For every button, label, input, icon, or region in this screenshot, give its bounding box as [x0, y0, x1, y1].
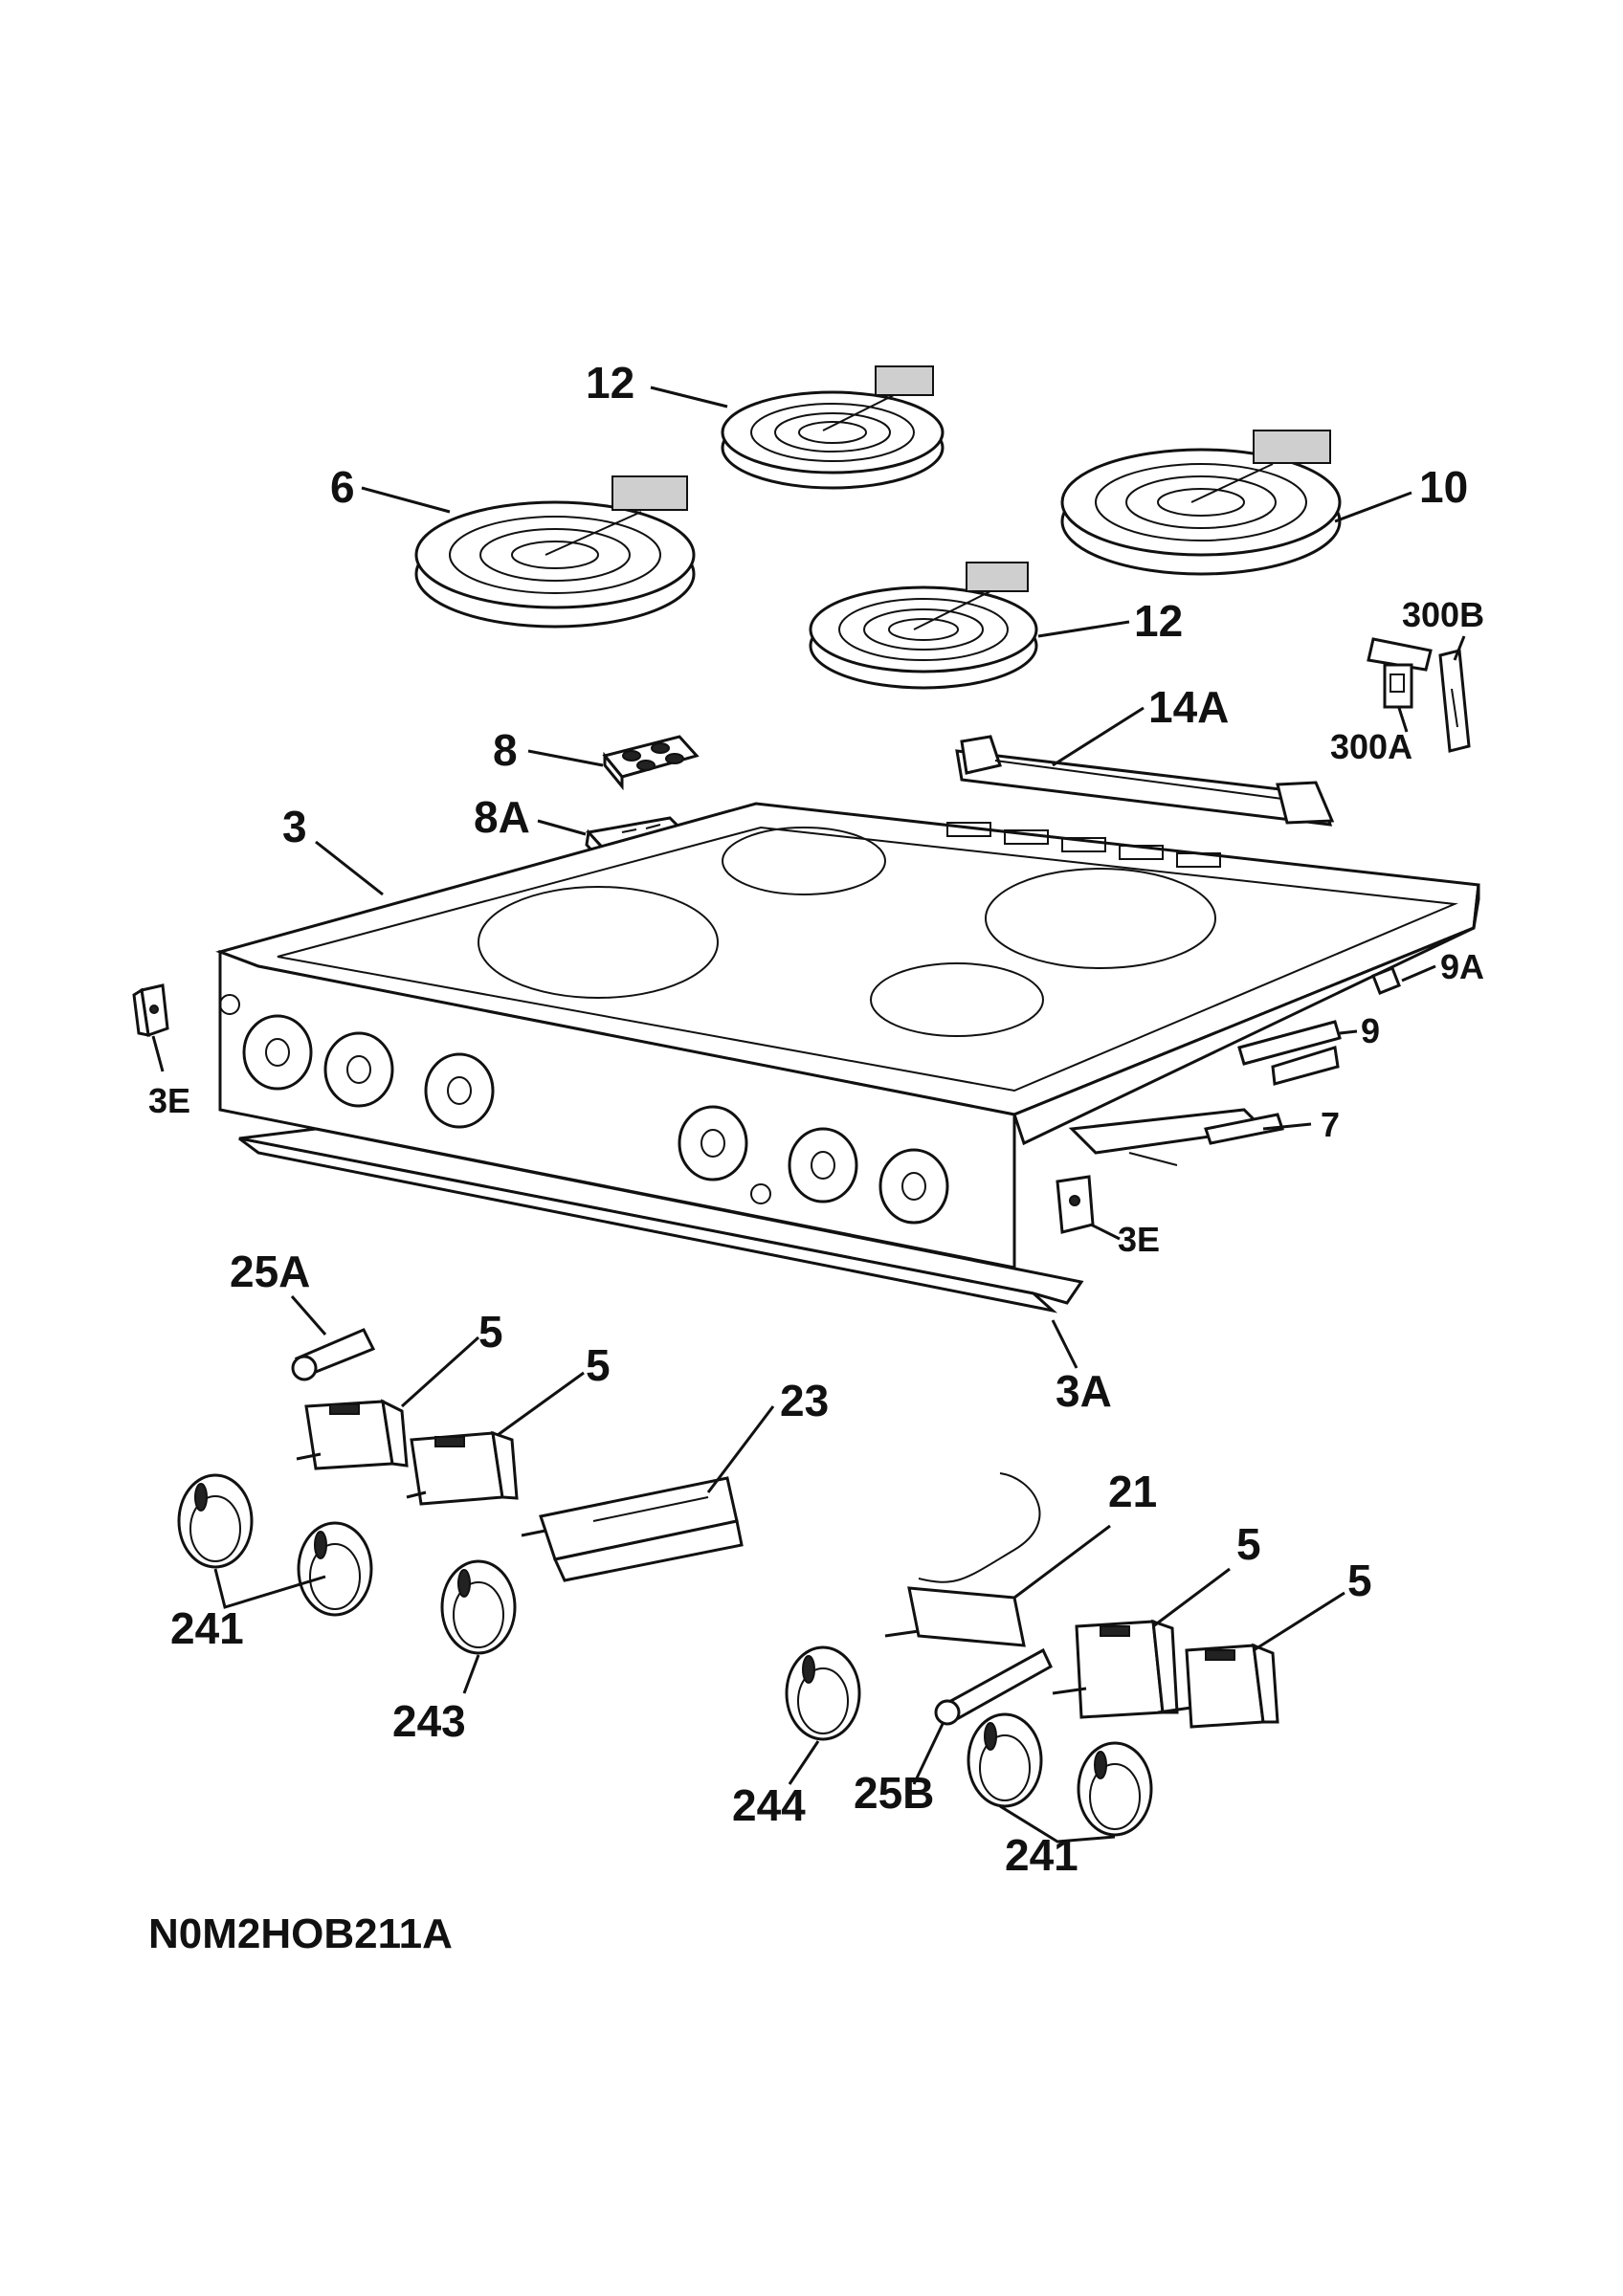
indicator-lamp-25b — [934, 1647, 1053, 1726]
callout-21: 21 — [1108, 1467, 1157, 1516]
callout-241-right: 241 — [1005, 1830, 1078, 1880]
thermostat-21 — [884, 1472, 1041, 1647]
front-strip-3a — [238, 1127, 1084, 1314]
knob-241-right-b — [1077, 1741, 1153, 1837]
callout-5-d: 5 — [1347, 1556, 1372, 1605]
callout-14a: 14A — [1148, 682, 1229, 732]
bracket-9 — [1237, 1020, 1342, 1086]
diagram-reference-code: N0M2HOB211A — [148, 1910, 453, 1957]
callout-241-left: 241 — [170, 1603, 244, 1653]
energy-regulator-5-d — [1157, 1643, 1279, 1729]
callout-25b: 25B — [854, 1768, 934, 1818]
callout-6: 6 — [330, 462, 355, 512]
callout-12-mid: 12 — [1134, 596, 1183, 646]
callout-300b: 300B — [1402, 595, 1484, 634]
callout-3e-right: 3E — [1118, 1220, 1160, 1259]
callout-3e-left: 3E — [148, 1081, 190, 1120]
callout-8: 8 — [493, 725, 518, 775]
callout-3a: 3A — [1056, 1366, 1112, 1416]
callout-25a: 25A — [230, 1247, 310, 1296]
bracket-300b — [1438, 649, 1471, 753]
callout-3: 3 — [282, 802, 307, 851]
callout-300a: 300A — [1330, 727, 1412, 766]
callout-12-top: 12 — [586, 358, 634, 408]
selector-switch-23 — [521, 1476, 744, 1582]
hotplate-10 — [1060, 430, 1342, 576]
rail-7 — [1068, 1108, 1284, 1166]
knob-243 — [440, 1559, 517, 1655]
knob-244 — [785, 1645, 861, 1741]
indicator-lamp-25a — [291, 1328, 376, 1381]
leader-lines — [151, 386, 1466, 1843]
terminal-block-8 — [602, 735, 700, 791]
callout-5-a: 5 — [478, 1307, 503, 1357]
knob-241-right-a — [967, 1712, 1043, 1808]
knob-241-left-a — [177, 1473, 254, 1569]
hob-top-3 — [215, 802, 1480, 1269]
knob-241-left-b — [297, 1521, 373, 1617]
energy-regulator-5-a — [296, 1399, 409, 1470]
control-strip-14a — [955, 735, 1335, 827]
side-bracket-3e-right — [1056, 1175, 1095, 1234]
hotplate-6 — [414, 475, 696, 629]
callout-9a: 9A — [1440, 947, 1484, 986]
callout-5-b: 5 — [586, 1340, 611, 1390]
callout-10: 10 — [1419, 462, 1468, 512]
hotplate-12-mid — [809, 562, 1038, 690]
callout-243: 243 — [392, 1696, 466, 1746]
callout-244: 244 — [732, 1780, 806, 1830]
callout-8a: 8A — [474, 792, 530, 842]
side-bracket-3e-left — [132, 983, 169, 1038]
hotplate-12-top — [721, 365, 945, 490]
clip-9a — [1371, 966, 1401, 995]
callout-5-c: 5 — [1236, 1519, 1261, 1569]
callout-7: 7 — [1321, 1105, 1340, 1144]
bracket-300a — [1367, 637, 1433, 709]
energy-regulator-5-b — [406, 1430, 519, 1506]
callout-23: 23 — [780, 1376, 829, 1425]
callout-9: 9 — [1361, 1011, 1380, 1050]
callout-labels: 12 6 10 12 300B 300A 14A 8 8A 3 9A 9 7 3… — [148, 358, 1484, 1880]
energy-regulator-5-c — [1052, 1619, 1179, 1719]
